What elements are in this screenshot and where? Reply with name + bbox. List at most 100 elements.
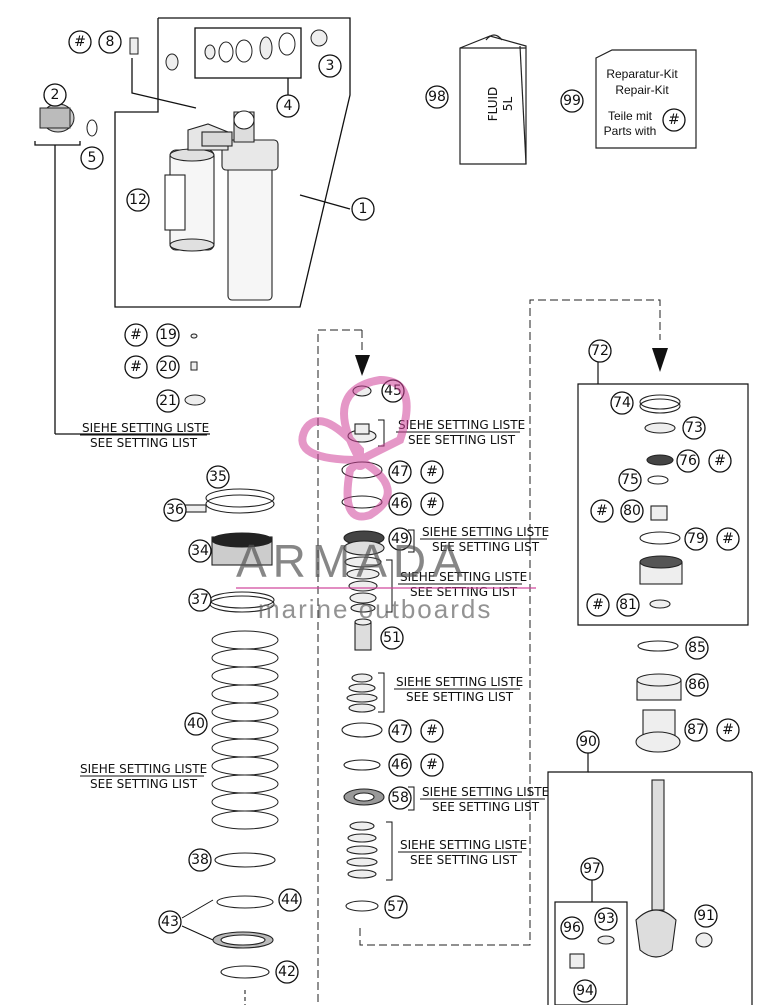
callout-47b: 47 [391, 723, 409, 739]
callout-46a: 46 [391, 496, 409, 512]
callout-38: 38 [191, 852, 209, 868]
setting-label-e1: SIEHE SETTING LISTE [396, 675, 523, 689]
label-brackets [378, 419, 415, 881]
callout-21: 21 [159, 393, 177, 409]
callout-99: 99 [563, 93, 581, 109]
callout-43: 43 [161, 914, 179, 930]
shock-absorber-body [164, 110, 279, 301]
callout-90: 90 [579, 734, 597, 750]
callout-86: 86 [688, 677, 706, 693]
main-shock-group [34, 17, 351, 435]
callout-97: 97 [583, 861, 601, 877]
callout-8: 8 [106, 34, 115, 50]
callout-80: 80 [623, 503, 641, 519]
repair-kit-hash: # [668, 112, 680, 128]
hash-79: # [722, 531, 734, 547]
setting-label-f2: SEE SETTING LIST [90, 777, 198, 791]
callout-58: 58 [391, 790, 409, 806]
hash-87: # [722, 722, 734, 738]
callout-1: 1 [359, 201, 368, 217]
callout-19: 19 [159, 327, 177, 343]
callout-79: 79 [687, 531, 705, 547]
callout-75: 75 [621, 472, 639, 488]
setting-label-h2: SEE SETTING LIST [410, 853, 518, 867]
callout-circles [43, 30, 718, 1003]
callout-72: 72 [591, 343, 609, 359]
setting-label-b2: SEE SETTING LIST [408, 433, 516, 447]
callout-74: 74 [613, 395, 631, 411]
callout-73: 73 [685, 420, 703, 436]
callout-96: 96 [563, 920, 581, 936]
coil-spring [211, 630, 279, 830]
callout-34: 34 [191, 543, 209, 559]
hash-19: # [130, 327, 142, 343]
hash-46a: # [426, 496, 438, 512]
setting-label-f1: SIEHE SETTING LISTE [80, 762, 207, 776]
arrow-down-center [355, 355, 370, 376]
spring-assembly [179, 488, 275, 613]
setting-label-e2: SEE SETTING LIST [406, 690, 514, 704]
setting-label-dividers [80, 431, 547, 853]
watermark-tagline: marine outboards [258, 594, 492, 624]
watermark-logo-icon [298, 375, 411, 521]
hash-circles [68, 30, 740, 777]
callout-94: 94 [576, 983, 594, 999]
callout-37: 37 [191, 592, 209, 608]
callout-36: 36 [166, 502, 184, 518]
setting-label-a1: SIEHE SETTING LISTE [82, 421, 209, 435]
setting-label-a2: SEE SETTING LIST [90, 436, 198, 450]
callout-81: 81 [619, 597, 637, 613]
hash-80: # [596, 503, 608, 519]
setting-label-h1: SIEHE SETTING LISTE [400, 838, 527, 852]
hash-47b: # [426, 723, 438, 739]
repair-kit-line1: Reparatur-Kit [606, 67, 678, 81]
callout-46b: 46 [391, 757, 409, 773]
callout-87: 87 [687, 722, 705, 738]
callout-98: 98 [428, 89, 446, 105]
callout-47a: 47 [391, 464, 409, 480]
repair-kit-line3: Teile mit [608, 109, 653, 123]
callout-40: 40 [187, 716, 205, 732]
callout-3: 3 [326, 58, 335, 74]
callout-2: 2 [51, 87, 60, 103]
watermark-brand: ARMADA [236, 535, 469, 587]
hash-46b: # [426, 757, 438, 773]
setting-label-g1: SIEHE SETTING LISTE [422, 785, 549, 799]
callout-49: 49 [391, 531, 409, 547]
callout-57: 57 [387, 899, 405, 915]
callout-85: 85 [688, 640, 706, 656]
callout-20: 20 [159, 359, 177, 375]
callout-12: 12 [129, 192, 147, 208]
callout-5: 5 [88, 150, 97, 166]
setting-label-b1: SIEHE SETTING LISTE [398, 418, 525, 432]
small-parts-top [39, 29, 328, 406]
spring-lower-parts [212, 852, 276, 1005]
center-dashed-frame [317, 299, 661, 1005]
repair-kit-line4: Parts with [604, 124, 657, 138]
setting-label-g2: SEE SETTING LIST [432, 800, 540, 814]
setting-label-c2: SEE SETTING LIST [432, 540, 540, 554]
callout-42: 42 [278, 964, 296, 980]
callout-4: 4 [284, 98, 293, 114]
callout-35: 35 [209, 469, 227, 485]
right-parts [569, 394, 713, 969]
fluid-volume-label: 5L [501, 97, 515, 112]
callout-93: 93 [597, 911, 615, 927]
hash-81: # [592, 597, 604, 613]
fluid-label: FLUID [486, 87, 500, 122]
callout-44: 44 [281, 892, 299, 908]
callout-76: 76 [679, 453, 697, 469]
right-frames [547, 362, 753, 1005]
setting-label-c1: SIEHE SETTING LISTE [422, 525, 549, 539]
callout-91: 91 [697, 908, 715, 924]
setting-label-d1: SIEHE SETTING LISTE [400, 570, 527, 584]
arrow-down-right [652, 348, 668, 372]
hash-8: # [74, 34, 86, 50]
hash-76: # [714, 453, 726, 469]
center-parts [341, 385, 385, 912]
repair-kit-line2: Repair-Kit [615, 83, 669, 97]
hash-47a: # [426, 464, 438, 480]
hash-20: # [130, 359, 142, 375]
